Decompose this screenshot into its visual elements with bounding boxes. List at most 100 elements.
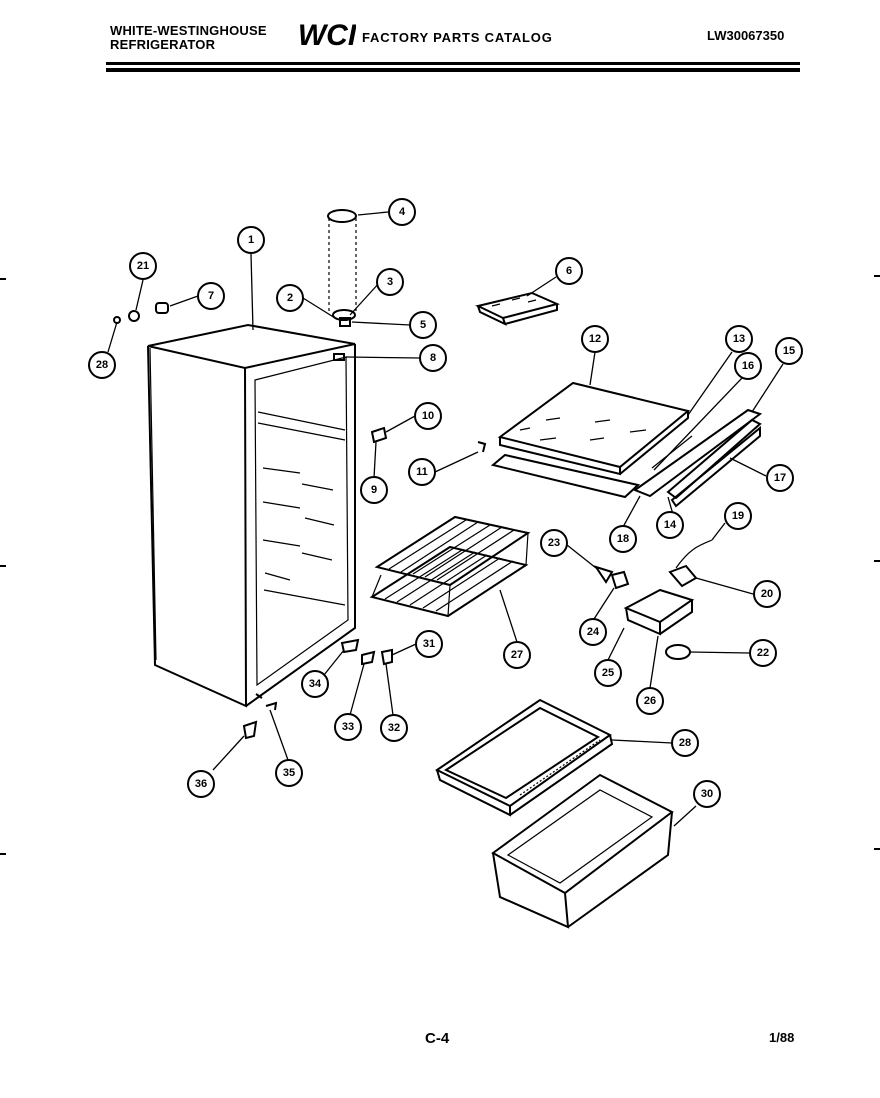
callout-1: 1 bbox=[237, 226, 265, 254]
svg-text:18: 18 bbox=[617, 533, 629, 545]
callout-10: 10 bbox=[414, 402, 442, 430]
callout-33: 33 bbox=[334, 713, 362, 741]
logo-text: WCI bbox=[298, 19, 356, 52]
scan-edge-mark bbox=[874, 275, 880, 277]
svg-text:35: 35 bbox=[283, 767, 295, 779]
callout-17: 17 bbox=[766, 464, 794, 492]
callout-6: 6 bbox=[555, 257, 583, 285]
svg-text:2: 2 bbox=[287, 292, 293, 304]
callout-7: 7 bbox=[197, 282, 225, 310]
callout-13: 13 bbox=[725, 325, 753, 353]
header-brand: WHITE-WESTINGHOUSE REFRIGERATOR bbox=[110, 24, 267, 52]
svg-text:27: 27 bbox=[511, 649, 523, 661]
callout-32: 32 bbox=[380, 714, 408, 742]
svg-text:14: 14 bbox=[664, 519, 677, 531]
svg-text:34: 34 bbox=[309, 678, 322, 690]
svg-text:28: 28 bbox=[96, 359, 108, 371]
callout-26: 26 bbox=[636, 687, 664, 715]
callout-25: 25 bbox=[594, 659, 622, 687]
callout-15: 15 bbox=[775, 337, 803, 365]
page-code: C-4 bbox=[425, 1030, 450, 1047]
callout-22: 22 bbox=[749, 639, 777, 667]
svg-text:16: 16 bbox=[742, 360, 754, 372]
svg-text:22: 22 bbox=[757, 647, 769, 659]
wire-shelf-part bbox=[369, 515, 531, 618]
crisper-cover-part bbox=[435, 698, 614, 817]
svg-text:36: 36 bbox=[195, 778, 207, 790]
svg-text:25: 25 bbox=[602, 667, 614, 679]
svg-text:17: 17 bbox=[774, 472, 786, 484]
wci-logo: WCI bbox=[298, 18, 356, 52]
crisper-pan-part bbox=[491, 773, 674, 929]
svg-text:21: 21 bbox=[137, 260, 149, 272]
cabinet-part bbox=[147, 323, 356, 708]
svg-text:11: 11 bbox=[416, 466, 428, 478]
scan-edge-mark bbox=[0, 278, 6, 280]
catalog-title: FACTORY PARTS CATALOG bbox=[362, 30, 553, 45]
callout-11: 11 bbox=[408, 458, 436, 486]
callout-28-crisper-cover: 28 bbox=[671, 729, 699, 757]
callout-34: 34 bbox=[301, 670, 329, 698]
svg-text:9: 9 bbox=[371, 484, 377, 496]
callout-24: 24 bbox=[579, 618, 607, 646]
svg-text:1: 1 bbox=[248, 234, 254, 246]
header-rule bbox=[106, 62, 800, 65]
svg-text:7: 7 bbox=[208, 290, 214, 302]
callout-35: 35 bbox=[275, 759, 303, 787]
svg-text:19: 19 bbox=[732, 510, 744, 522]
callout-18: 18 bbox=[609, 525, 637, 553]
page-date: 1/88 bbox=[769, 1030, 795, 1045]
svg-text:30: 30 bbox=[701, 788, 713, 800]
callout-12: 12 bbox=[581, 325, 609, 353]
svg-text:32: 32 bbox=[388, 722, 400, 734]
svg-text:5: 5 bbox=[420, 319, 426, 331]
callout-36: 36 bbox=[187, 770, 215, 798]
brand-line-1: WHITE-WESTINGHOUSE bbox=[110, 23, 267, 38]
scan-edge-mark bbox=[874, 848, 880, 850]
svg-text:31: 31 bbox=[423, 638, 435, 650]
callout-8: 8 bbox=[419, 344, 447, 372]
svg-text:12: 12 bbox=[589, 333, 601, 345]
callout-20: 20 bbox=[753, 580, 781, 608]
control-cover-part bbox=[475, 291, 561, 326]
callout-14: 14 bbox=[656, 511, 684, 539]
svg-text:4: 4 bbox=[399, 206, 406, 218]
svg-text:33: 33 bbox=[342, 721, 354, 733]
scan-edge-mark bbox=[874, 560, 880, 562]
svg-text:24: 24 bbox=[587, 626, 600, 638]
svg-text:23: 23 bbox=[548, 537, 560, 549]
svg-text:26: 26 bbox=[644, 695, 656, 707]
callout-3: 3 bbox=[376, 268, 404, 296]
small-parts bbox=[113, 302, 487, 740]
scan-edge-mark bbox=[0, 565, 6, 567]
callout-9: 9 bbox=[360, 476, 388, 504]
svg-text:3: 3 bbox=[387, 276, 393, 288]
callout-5: 5 bbox=[409, 311, 437, 339]
control-parts bbox=[593, 539, 713, 660]
header-rule-thick bbox=[106, 68, 800, 72]
svg-text:15: 15 bbox=[783, 345, 795, 357]
callout-23: 23 bbox=[540, 529, 568, 557]
vent-duct-part bbox=[327, 209, 357, 327]
scan-edge-mark bbox=[0, 853, 6, 855]
callout-27: 27 bbox=[503, 641, 531, 669]
model-number: LW30067350 bbox=[707, 28, 785, 43]
svg-text:20: 20 bbox=[761, 588, 773, 600]
evaporator-shelf-part bbox=[490, 381, 691, 499]
leader-lines bbox=[107, 211, 784, 827]
brand-line-2: REFRIGERATOR bbox=[110, 37, 216, 52]
svg-text:13: 13 bbox=[733, 333, 745, 345]
callout-21: 21 bbox=[129, 252, 157, 280]
callout-16: 16 bbox=[734, 352, 762, 380]
svg-text:6: 6 bbox=[566, 265, 572, 277]
svg-text:10: 10 bbox=[422, 410, 434, 422]
callout-31: 31 bbox=[415, 630, 443, 658]
svg-text:28: 28 bbox=[679, 737, 691, 749]
callout-28-left: 28 bbox=[88, 351, 116, 379]
callout-30: 30 bbox=[693, 780, 721, 808]
callout-19: 19 bbox=[724, 502, 752, 530]
svg-text:8: 8 bbox=[430, 352, 436, 364]
callout-2: 2 bbox=[276, 284, 304, 312]
callout-4: 4 bbox=[388, 198, 416, 226]
